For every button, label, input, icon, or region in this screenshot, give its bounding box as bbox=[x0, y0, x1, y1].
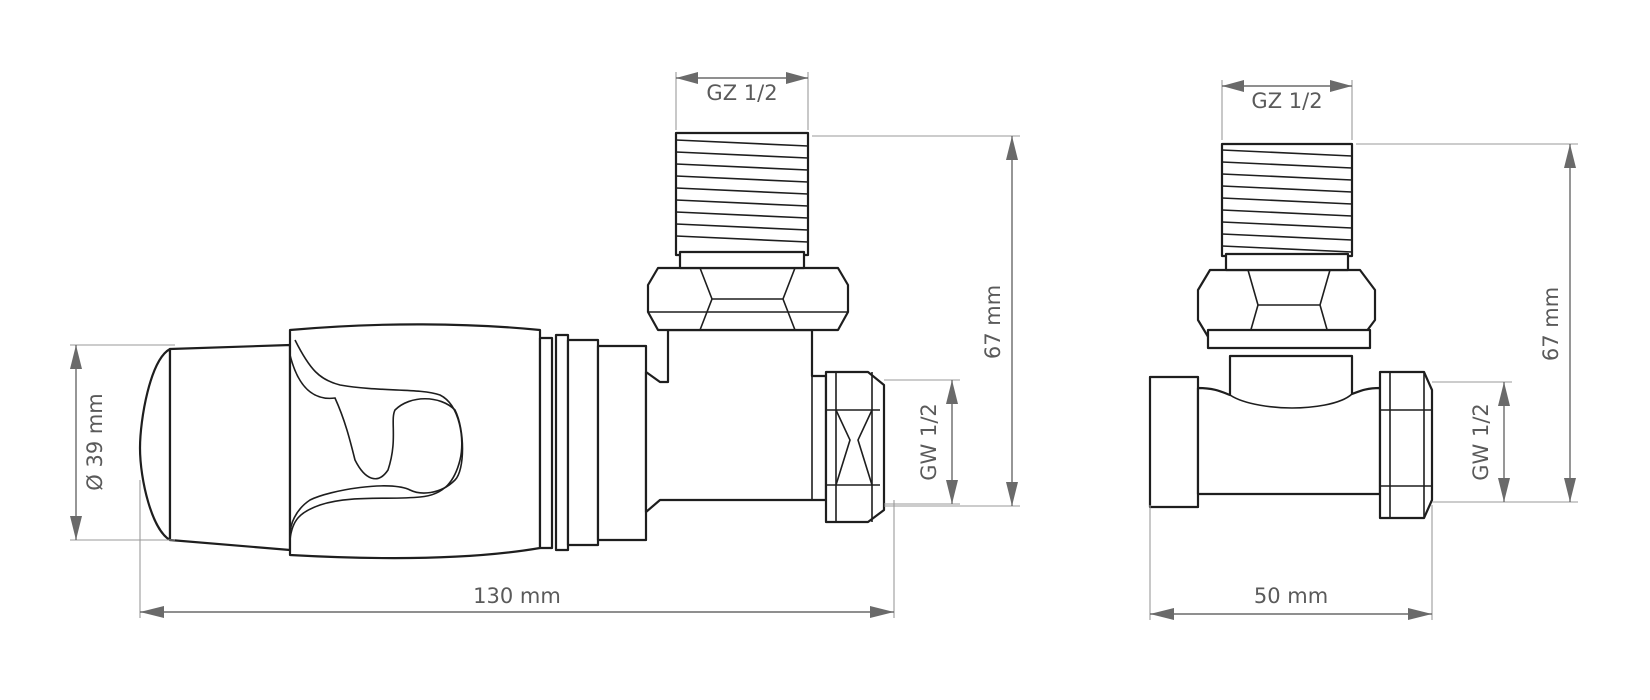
side-gz-label: GZ 1/2 bbox=[706, 81, 777, 105]
side-union-nut bbox=[824, 370, 886, 524]
side-height-label: 67 mm bbox=[981, 285, 1005, 359]
side-length-label: 130 mm bbox=[473, 584, 561, 608]
ring-1 bbox=[538, 336, 554, 550]
front-width-label: 50 mm bbox=[1254, 584, 1328, 608]
ring-3 bbox=[566, 338, 600, 547]
front-gw-label: GW 1/2 bbox=[1469, 403, 1493, 481]
front-height-label: 67 mm bbox=[1539, 287, 1563, 361]
head-grip bbox=[288, 323, 542, 560]
knurled-nut bbox=[596, 344, 648, 542]
front-body bbox=[1196, 354, 1382, 496]
front-view bbox=[1148, 142, 1434, 520]
side-diameter-label: Ø 39 mm bbox=[83, 393, 107, 491]
top-thread-lines bbox=[675, 139, 809, 243]
side-dimensions: GZ 1/2 67 mm GW 1/2 Ø 39 mm 130 mm bbox=[70, 72, 1020, 618]
head-body bbox=[168, 343, 292, 552]
valve-body bbox=[644, 328, 828, 514]
front-gz-label: GZ 1/2 bbox=[1251, 89, 1322, 113]
head-grip-recess bbox=[289, 354, 464, 536]
side-view bbox=[138, 131, 886, 560]
front-dimensions: GZ 1/2 67 mm GW 1/2 50 mm bbox=[1149, 80, 1578, 620]
head-cap bbox=[138, 347, 172, 542]
ring-2 bbox=[554, 333, 570, 552]
front-knurled-wheel bbox=[1148, 375, 1200, 509]
side-gw-label: GW 1/2 bbox=[917, 403, 941, 481]
head-grip-recess-inner bbox=[289, 339, 463, 541]
